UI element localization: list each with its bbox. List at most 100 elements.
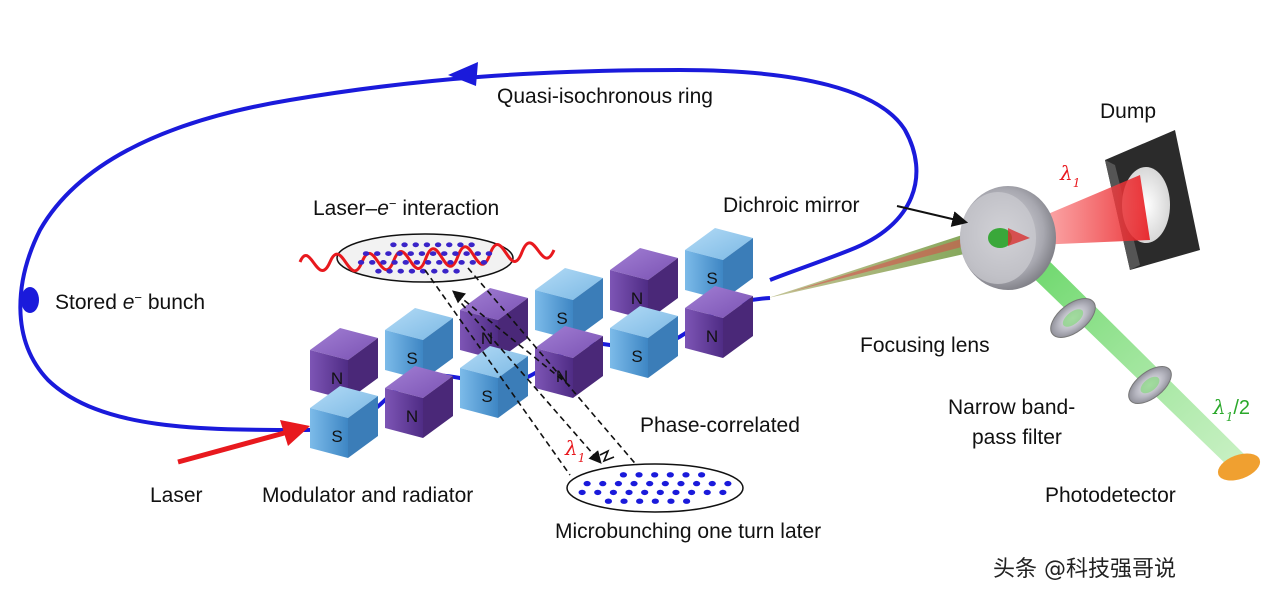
magnet-pole-label: N [481, 329, 493, 348]
electron-dot [431, 268, 438, 274]
electron-dot [703, 489, 711, 496]
magnet-pole-label: N [631, 289, 643, 308]
electron-dot [609, 489, 618, 496]
magnet-side-face [573, 278, 603, 340]
magnet-front-face [310, 408, 348, 458]
electron-dot [651, 472, 659, 478]
label-laser: Laser [150, 484, 203, 507]
label-focusing-lens: Focusing lens [860, 334, 990, 357]
magnet-side-face [423, 376, 453, 438]
electron-dot [474, 251, 481, 256]
electron-dot [468, 242, 475, 248]
electron-dot [708, 480, 716, 487]
electron-dot [682, 472, 690, 478]
magnet-side-face [573, 336, 603, 398]
electron-dot [362, 251, 370, 256]
electron-dot [413, 260, 421, 265]
electron-dot [677, 480, 685, 487]
electron-dot [369, 260, 376, 265]
electron-dot [453, 268, 460, 274]
electron-dot [651, 498, 659, 504]
microbunching-region [566, 463, 744, 513]
electron-dot [667, 498, 675, 504]
lambda-half-sub: 1 [1226, 410, 1234, 424]
magnet-side-face [348, 338, 378, 400]
electron-dot [599, 480, 607, 487]
electron-dot [594, 489, 602, 496]
magnet-side-face [723, 238, 753, 300]
electron-dot [719, 489, 727, 496]
magnet-top-face [460, 288, 528, 320]
electron-dot [666, 472, 674, 478]
magnet-top-face [610, 306, 678, 338]
label-modulator-radiator: Modulator and radiator [262, 484, 473, 507]
label-microbunching: Microbunching one turn later [555, 520, 821, 543]
magnet-front-6: N [685, 286, 753, 358]
laser-wave [298, 241, 556, 273]
electron-dot [380, 260, 387, 265]
break-symbol [599, 449, 615, 463]
magnet-front-face [460, 368, 498, 418]
electron-dot [446, 242, 453, 248]
radiation-cone [768, 226, 1000, 298]
electron-dot [583, 480, 591, 487]
electron-dot [630, 480, 638, 487]
electron-dot [441, 251, 448, 256]
label-filter-line1: Narrow band- [948, 396, 1075, 419]
magnet-side-face [348, 396, 378, 458]
magnet-pole-label: S [631, 347, 642, 366]
electron-dot [661, 480, 669, 487]
stored-bunch-dot [21, 287, 39, 313]
lambda-half-symbol: λ [1212, 395, 1226, 419]
electron-dot [457, 242, 464, 248]
magnet-pole-label: S [556, 309, 567, 328]
magnet-pole-label: N [706, 327, 718, 346]
stored-suffix: bunch [142, 291, 205, 314]
electron-dot [641, 489, 649, 496]
electron-dot [407, 251, 414, 256]
electron-dot [412, 242, 419, 248]
electron-dot [620, 498, 628, 504]
magnet-front-4: N [535, 326, 603, 398]
magnet-side-face [648, 316, 678, 378]
magnet-side-face [498, 298, 528, 360]
lambda1-red-sub: 1 [1073, 176, 1081, 190]
label-photodetector: Photodetector [1045, 484, 1176, 507]
electron-dot [418, 251, 426, 256]
electron-dot [423, 242, 431, 248]
magnet-top-face [685, 286, 753, 318]
magnet-front-2: N [385, 366, 453, 438]
magnet-front-face [685, 308, 723, 358]
electron-dot [386, 268, 393, 274]
watermark: 头条 @科技强哥说 [993, 557, 1176, 582]
laser-arrow [177, 420, 310, 465]
band-pass-filter [1128, 366, 1172, 404]
magnet-top-face [535, 326, 603, 358]
magnet-front-face [385, 388, 423, 438]
magnet-pole-label: N [406, 407, 418, 426]
electron-dot [614, 480, 623, 487]
electron-dot [374, 251, 381, 256]
interaction-minus: − [389, 196, 397, 211]
magnet-side-face [423, 318, 453, 380]
electron-dot [646, 480, 654, 487]
electron-dot [693, 480, 701, 487]
microbunching-dots [578, 472, 732, 504]
magnet-side-face [498, 356, 528, 418]
lambda1-red-symbol: λ [1059, 161, 1073, 185]
electron-dot [401, 242, 408, 248]
electron-dot [391, 260, 398, 265]
label-laser-e-interaction: Laser–e− interaction [313, 196, 499, 221]
electron-dot [424, 260, 432, 265]
magnet-front-1: S [310, 386, 378, 458]
interaction-electron-dots [357, 242, 493, 274]
electron-dot [357, 260, 365, 265]
electron-dot [656, 489, 664, 496]
label-dichroic-mirror: Dichroic mirror [723, 194, 860, 217]
lambda1-red: λ1 [1059, 161, 1080, 190]
electron-dot [625, 489, 633, 496]
magnet-pole-label: N [331, 369, 343, 388]
magnet-top-face [460, 346, 528, 378]
